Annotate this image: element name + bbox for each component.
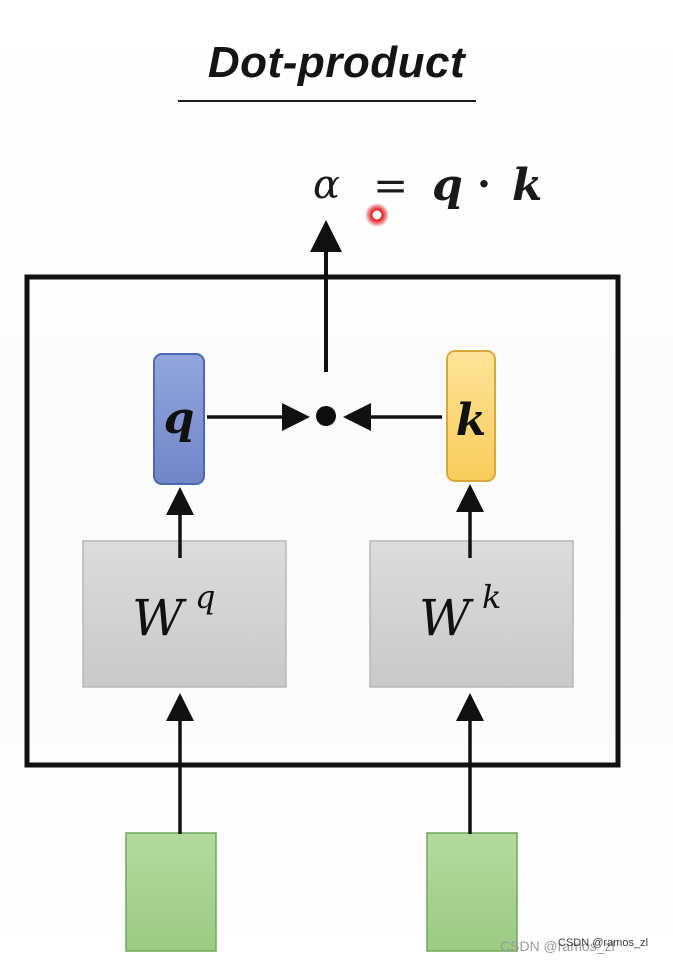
weight-query-base: W [132,589,187,647]
weight-matrix-key [369,540,574,688]
module-frame [24,274,621,768]
weight-query-sup: q [195,578,215,616]
weight-key-sup: k [482,578,501,616]
pointer-highlight [365,203,389,227]
key-vector-label: k [456,395,487,446]
watermark-overlay-text: CSDN @ramos_zl [558,937,649,949]
dot-product-operator [316,406,336,426]
watermark: CSDN @ramos_zl CSDN @ramos_zl [500,937,648,954]
input-vector-left [125,832,217,952]
query-vector [153,353,205,485]
query-vector-label: q [164,393,195,444]
pointer-ring [370,208,384,222]
weight-matrix-query [82,540,287,688]
watermark-text: CSDN @ramos_zl [500,938,615,954]
formula-dot: · [477,161,491,208]
formula-q: q [432,160,463,211]
formula-k: k [512,160,543,211]
formula-alpha: α [313,162,340,208]
key-vector [446,350,496,482]
weight-key-base: W [419,589,474,647]
page-title: Dot-product [207,38,466,87]
input-vector-right [426,832,518,952]
formula-equals: = [373,161,408,210]
title-underline [178,100,476,102]
